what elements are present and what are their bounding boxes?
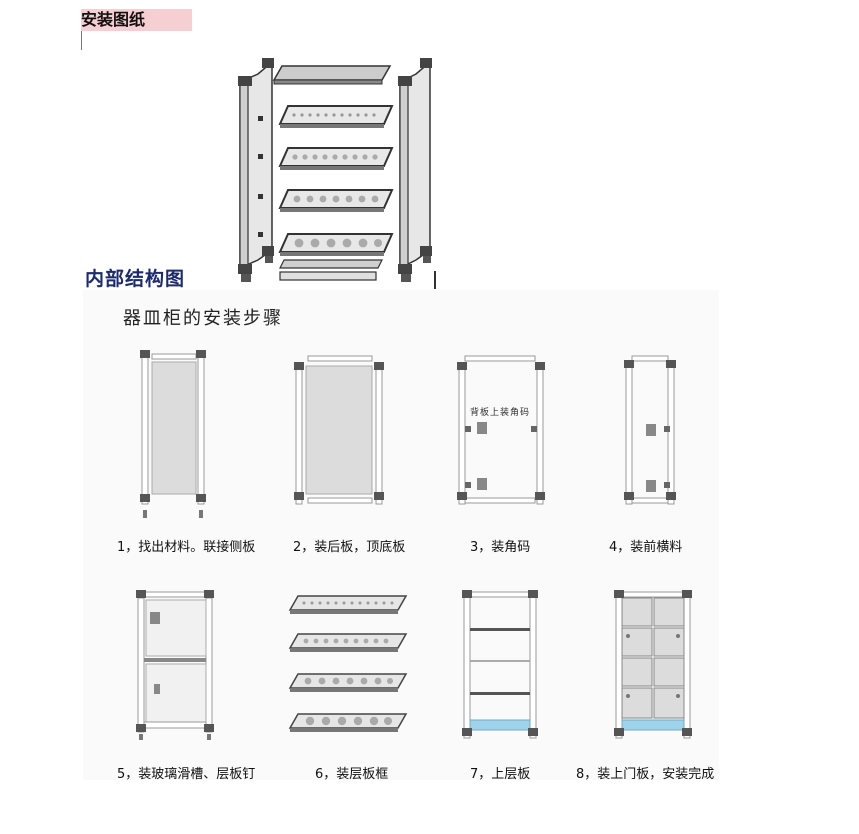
step-7-figure	[460, 588, 540, 744]
step-4-figure	[622, 352, 680, 508]
step-6-figure	[286, 588, 412, 742]
bottom-panels	[279, 259, 383, 281]
right-side-panel	[398, 58, 432, 282]
top-panel	[272, 65, 392, 85]
step-7-caption: 7，上层板	[470, 767, 531, 782]
step-2-figure	[292, 352, 386, 508]
shelf-4	[278, 233, 394, 256]
step-3-figure	[455, 352, 547, 508]
step-3-caption: 3，装角码	[470, 540, 531, 555]
step-2-caption: 2，装后板，顶底板	[293, 540, 406, 555]
text-cursor	[81, 31, 82, 50]
exploded-cabinet-figure	[232, 54, 447, 290]
left-side-panel	[238, 58, 274, 282]
step-3-note: 背板上装角码	[470, 408, 531, 418]
step-8-figure	[612, 588, 694, 744]
step-1-figure	[138, 344, 212, 520]
step-5-caption: 5，装玻璃滑槽、层板钉	[117, 767, 256, 782]
document-heading: 安装图纸	[81, 9, 192, 31]
text-cursor-2	[434, 271, 436, 289]
step-4-caption: 4，装前横料	[609, 540, 683, 555]
step-6-caption: 6，装层板框	[315, 767, 389, 782]
shelf-1	[278, 105, 394, 128]
shelf-2	[278, 147, 394, 170]
step-8-caption: 8，装上门板，安装完成	[576, 767, 715, 782]
step-5-figure	[134, 588, 216, 744]
shelf-3	[278, 189, 394, 212]
step-1-caption: 1，找出材料。联接侧板	[117, 540, 256, 555]
section-title: 内部结构图	[85, 268, 186, 290]
steps-title: 器皿柜的安装步骤	[123, 308, 283, 329]
